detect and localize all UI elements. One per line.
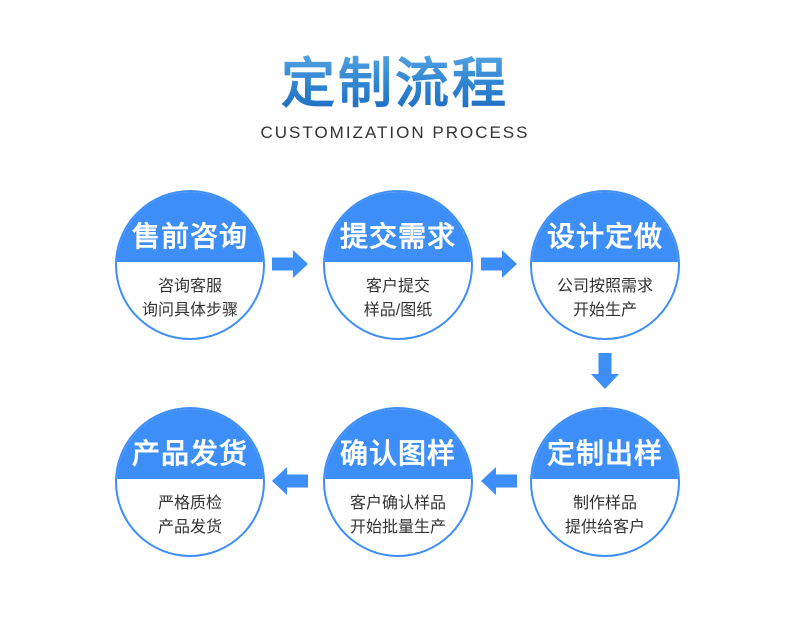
step-title: 定制出样 bbox=[546, 438, 663, 470]
step-header: 设计定做 bbox=[532, 192, 678, 263]
step-design-customization: 设计定做 公司按照需求 开始生产 bbox=[530, 190, 680, 340]
step-desc-line2: 询问具体步骤 bbox=[141, 302, 238, 320]
step-desc-line2: 提供给客户 bbox=[564, 519, 645, 537]
step-desc-line1: 客户确认样品 bbox=[349, 495, 446, 513]
step-header: 定制出样 bbox=[532, 409, 678, 480]
step-description: 咨询客服 询问具体步骤 bbox=[117, 262, 263, 323]
step-desc-line2: 开始批量生产 bbox=[349, 519, 446, 537]
step-custom-sampling: 定制出样 制作样品 提供给客户 bbox=[530, 407, 680, 557]
step-header: 提交需求 bbox=[325, 192, 471, 263]
page-title: 定制流程 bbox=[281, 52, 509, 117]
step-submit-requirements: 提交需求 客户提交 样品/图纸 bbox=[323, 190, 473, 340]
step-desc-line1: 制作样品 bbox=[572, 495, 637, 513]
step-description: 客户提交 样品/图纸 bbox=[325, 262, 471, 323]
step-header: 产品发货 bbox=[117, 409, 263, 480]
step-title: 产品发货 bbox=[131, 438, 248, 470]
step-header: 售前咨询 bbox=[117, 192, 263, 263]
step-description: 制作样品 提供给客户 bbox=[532, 479, 678, 540]
step-desc-line2: 开始生产 bbox=[572, 302, 637, 320]
step-desc-line1: 咨询客服 bbox=[157, 278, 222, 296]
step-confirm-sample: 确认图样 客户确认样品 开始批量生产 bbox=[323, 407, 473, 557]
arrow-right-icon bbox=[481, 250, 517, 278]
step-title: 确认图样 bbox=[339, 438, 456, 470]
step-presale-consultation: 售前咨询 咨询客服 询问具体步骤 bbox=[115, 190, 265, 340]
page-subtitle: CUSTOMIZATION PROCESS bbox=[260, 122, 530, 142]
arrow-down-icon bbox=[591, 353, 619, 389]
step-description: 严格质检 产品发货 bbox=[117, 479, 263, 540]
header: 定制流程 CUSTOMIZATION PROCESS bbox=[0, 0, 790, 143]
step-desc-line2: 产品发货 bbox=[157, 519, 222, 537]
arrow-right-icon bbox=[272, 250, 308, 278]
arrow-left-icon bbox=[272, 467, 308, 495]
step-title: 设计定做 bbox=[546, 221, 663, 253]
step-title: 售前咨询 bbox=[131, 221, 248, 253]
step-desc-line1: 公司按照需求 bbox=[556, 278, 653, 296]
step-desc-line1: 客户提交 bbox=[365, 278, 430, 296]
step-product-delivery: 产品发货 严格质检 产品发货 bbox=[115, 407, 265, 557]
step-desc-line2: 样品/图纸 bbox=[363, 302, 433, 320]
arrow-left-icon bbox=[481, 467, 517, 495]
step-description: 客户确认样品 开始批量生产 bbox=[325, 479, 471, 540]
step-description: 公司按照需求 开始生产 bbox=[532, 262, 678, 323]
step-title: 提交需求 bbox=[339, 221, 456, 253]
step-desc-line1: 严格质检 bbox=[157, 495, 222, 513]
step-header: 确认图样 bbox=[325, 409, 471, 480]
